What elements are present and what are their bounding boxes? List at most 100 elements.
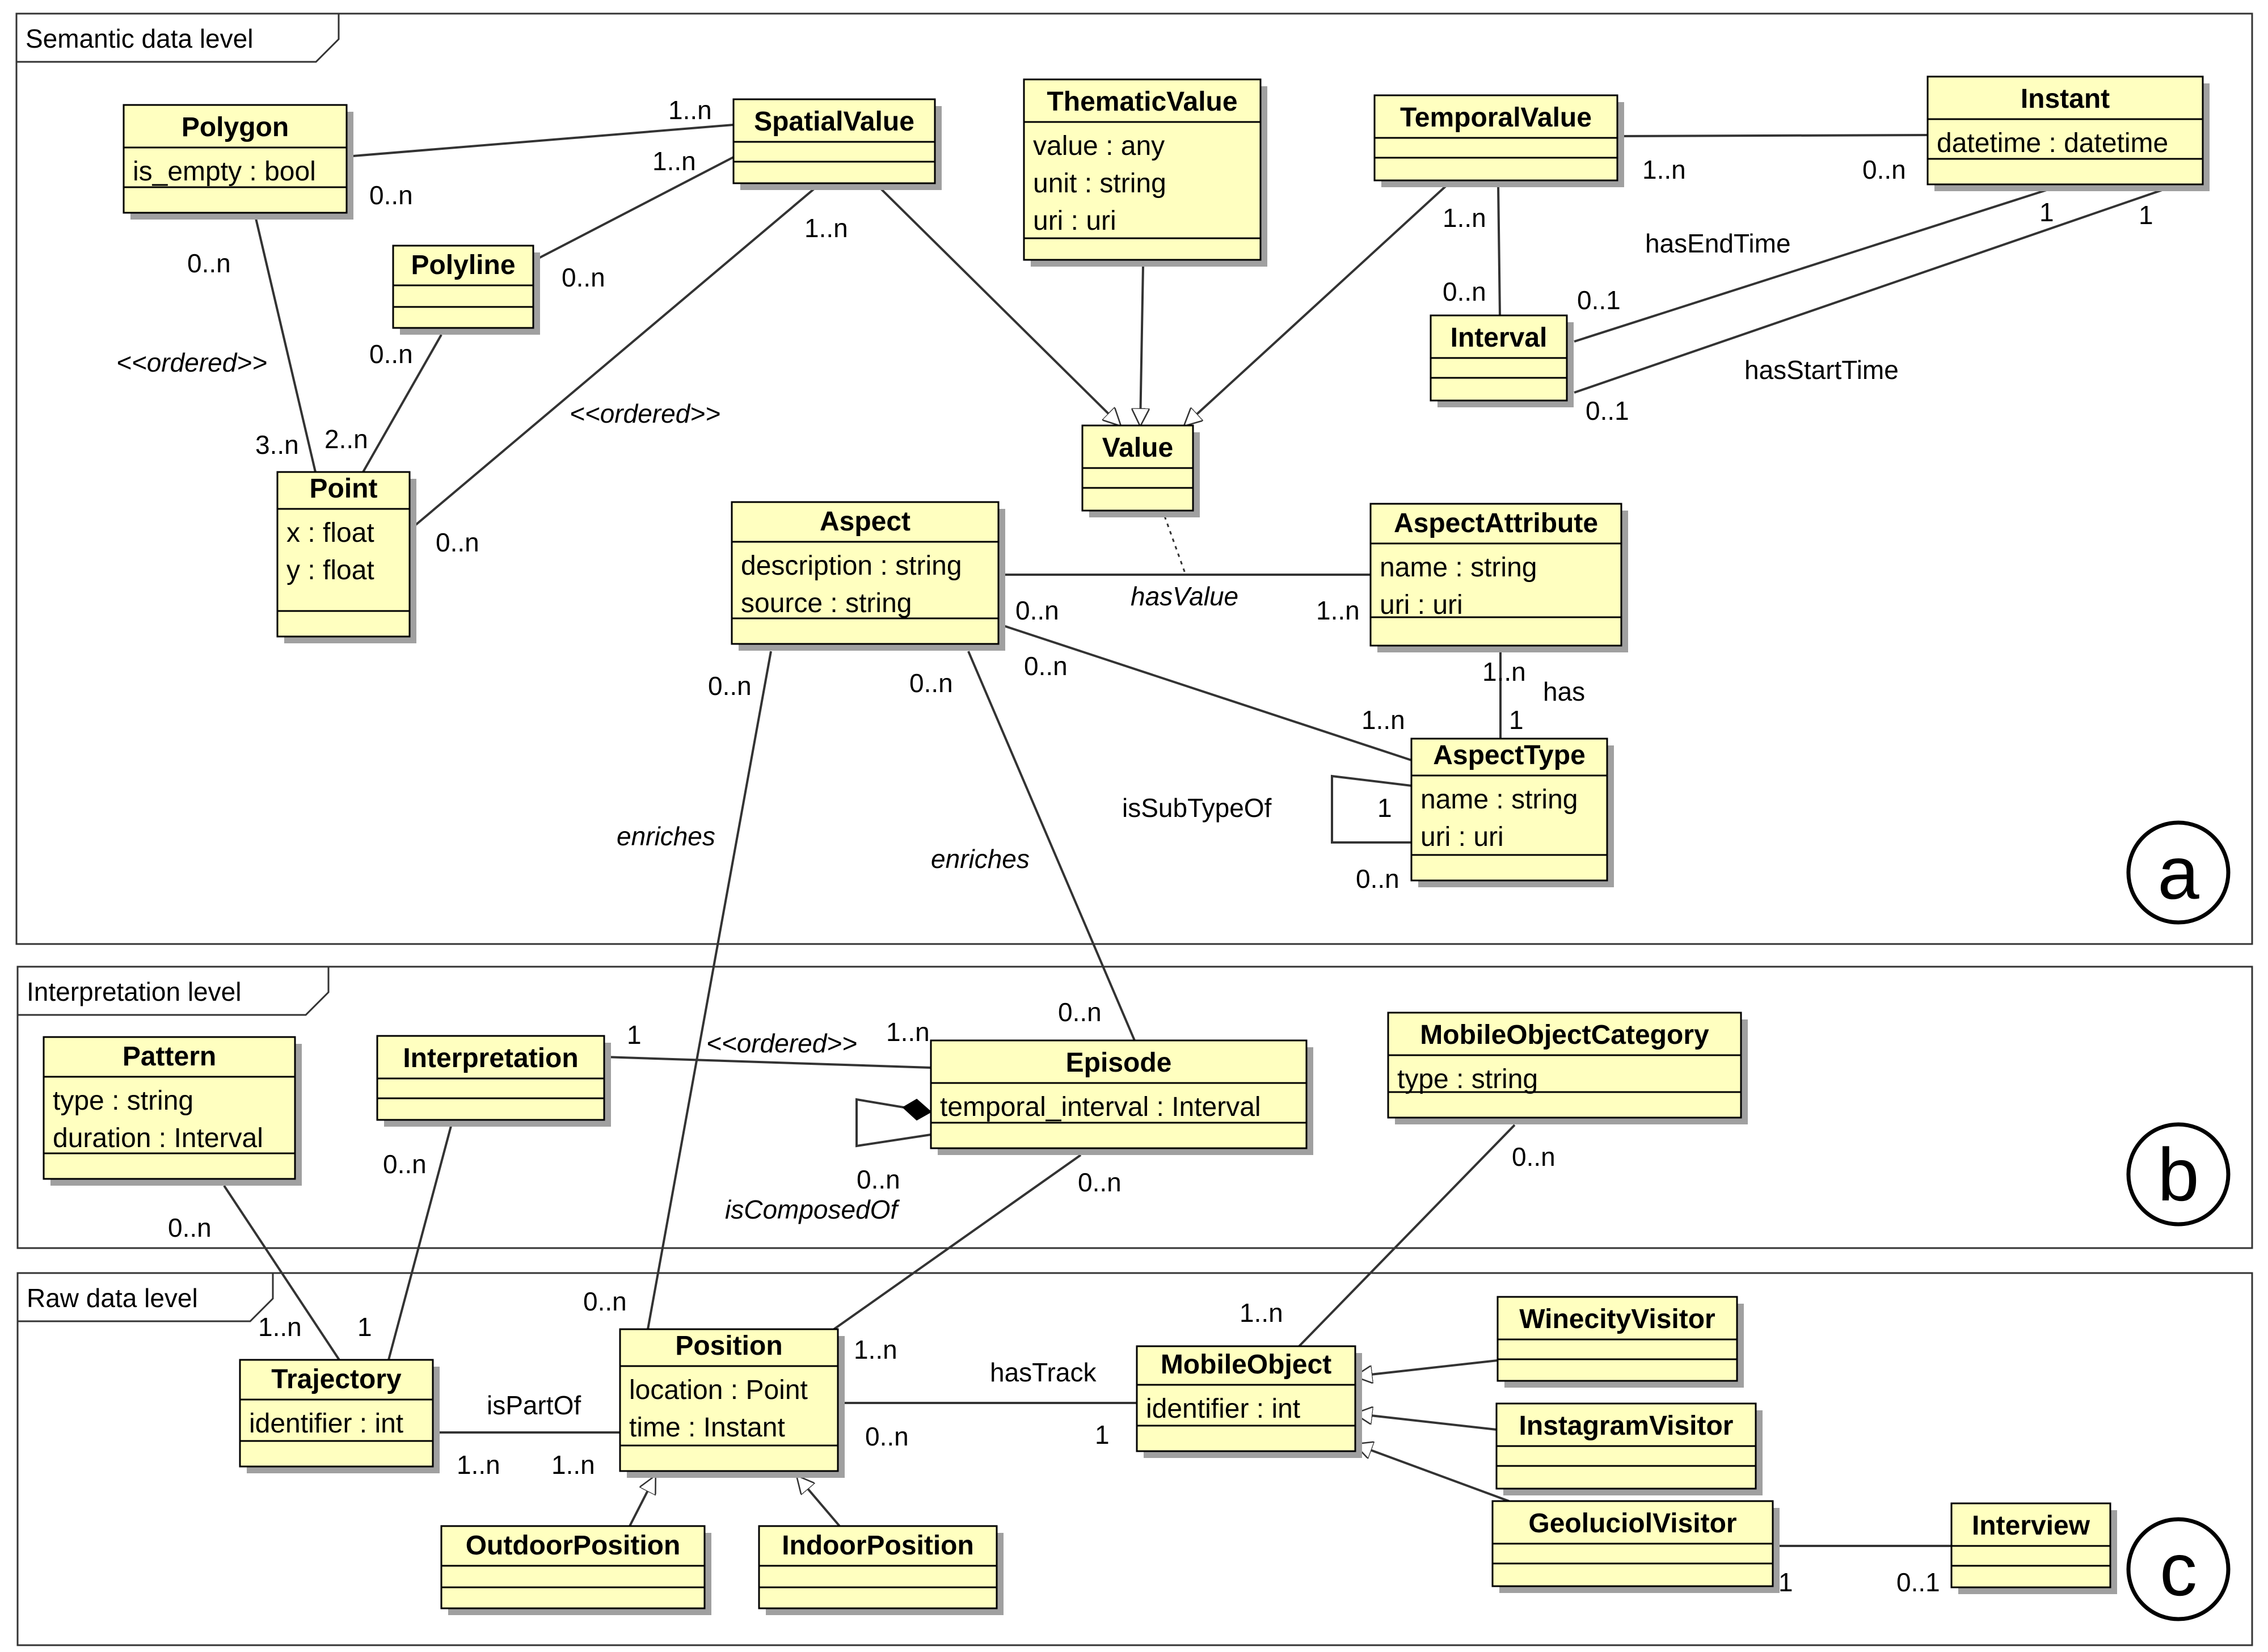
class-position[interactable]: Position location : Point time : Instant: [619, 1328, 845, 1478]
assoc-spatialvalue-point: [415, 188, 815, 526]
class-name: Interview: [1972, 1511, 2090, 1541]
assoc-name: enriches: [617, 821, 715, 851]
multiplicity: 1..n: [1642, 155, 1686, 184]
package-label: Raw data level: [27, 1283, 198, 1313]
multiplicity: 1..n: [457, 1450, 500, 1480]
multiplicity: 0..n: [1024, 651, 1068, 681]
class-attribute: location : Point: [629, 1375, 808, 1405]
class-polyline[interactable]: Polyline: [392, 245, 540, 335]
class-name: Episode: [1066, 1048, 1172, 1078]
class-name: Point: [310, 474, 378, 504]
multiplicity: 1: [357, 1312, 372, 1342]
class-interview[interactable]: Interview: [1950, 1502, 2117, 1594]
class-winecityvisitor[interactable]: WinecityVisitor: [1496, 1296, 1744, 1388]
class-box: [1387, 1012, 1742, 1119]
class-name: WinecityVisitor: [1519, 1304, 1715, 1334]
multiplicity: 0..n: [168, 1213, 212, 1242]
multiplicity: 1: [1095, 1420, 1110, 1449]
panel-marker-c: c: [2126, 1517, 2231, 1621]
class-box: [440, 1525, 706, 1609]
assoc-temporalvalue-instant: [1617, 134, 1928, 137]
class-spatialvalue[interactable]: SpatialValue: [732, 98, 942, 190]
assoc-name: hasStartTime: [1744, 355, 1899, 385]
multiplicity: 0..n: [1862, 155, 1906, 184]
assoc-interpretation-episode: [604, 1056, 931, 1069]
multiplicity: 1..n: [1361, 705, 1405, 735]
stereotype-label: <<ordered>>: [116, 348, 267, 377]
class-episode[interactable]: Episode temporal_interval : Interval: [930, 1039, 1313, 1155]
class-interpretation[interactable]: Interpretation: [376, 1035, 611, 1127]
class-name: Position: [675, 1331, 782, 1361]
multiplicity: 1: [627, 1020, 642, 1050]
class-name: Instant: [2021, 84, 2110, 114]
class-name: Interpretation: [403, 1043, 578, 1073]
class-indoorposition[interactable]: IndoorPosition: [758, 1525, 1004, 1615]
class-name: ThematicValue: [1047, 87, 1237, 117]
multiplicity: 0..n: [1443, 277, 1486, 306]
multiplicity: 0..n: [865, 1422, 909, 1451]
multiplicity: 0..n: [583, 1287, 627, 1316]
panel-marker-letter: a: [2157, 831, 2199, 914]
class-attribute: temporal_interval : Interval: [940, 1092, 1261, 1122]
multiplicity: 0..n: [383, 1149, 427, 1179]
assoc-name: hasTrack: [990, 1358, 1097, 1387]
multiplicity: 0..n: [1015, 596, 1059, 625]
class-name: Trajectory: [271, 1364, 402, 1394]
assoc-interpretation-trajectory: [387, 1126, 452, 1360]
classes-layer: Polygon is_empty : bool SpatialValue Themat…: [43, 75, 2210, 1615]
multiplicity: 1: [2039, 197, 2054, 227]
class-attribute: type : string: [53, 1086, 193, 1116]
assoc-name: isPartOf: [487, 1390, 581, 1420]
class-geoluciolevisitor[interactable]: GeoluciolVisitor: [1491, 1500, 1780, 1593]
class-outdoorposition[interactable]: OutdoorPosition: [440, 1525, 711, 1615]
class-value[interactable]: Value: [1081, 424, 1200, 517]
class-attribute: duration : Interval: [53, 1123, 263, 1153]
generalization-temporalvalue-value: [1184, 183, 1449, 425]
class-name: InstagramVisitor: [1519, 1411, 1734, 1441]
multiplicity: 0..n: [369, 339, 413, 369]
class-attribute: unit : string: [1033, 168, 1166, 199]
assoc-name: hasValue: [1131, 581, 1238, 611]
class-name: AspectType: [1433, 740, 1586, 770]
class-attribute: description : string: [741, 551, 962, 581]
assoc-name: isSubTypeOf: [1122, 793, 1272, 823]
class-interval[interactable]: Interval: [1430, 314, 1574, 407]
multiplicity: 0..n: [1356, 864, 1399, 894]
multiplicity: 0..n: [562, 263, 605, 292]
multiplicity: 1..n: [854, 1335, 897, 1364]
class-instagramvisitor[interactable]: InstagramVisitor: [1495, 1402, 1763, 1495]
multiplicity: 1: [2139, 200, 2153, 230]
class-box: [123, 104, 348, 214]
associations-layer: [223, 124, 2168, 1547]
class-name: Aspect: [820, 507, 910, 537]
multiplicity: 0..n: [1078, 1168, 1122, 1197]
composition-diamond: [902, 1098, 932, 1121]
class-polygon[interactable]: Polygon is_empty : bool: [123, 104, 353, 220]
class-temporalvalue[interactable]: TemporalValue: [1373, 94, 1624, 187]
multiplicity: 1: [1509, 705, 1524, 735]
class-name: Polygon: [182, 112, 289, 142]
stereotype-label: <<ordered>>: [570, 399, 720, 428]
class-box: [731, 501, 1000, 645]
multiplicity: 0..n: [708, 671, 752, 701]
assoc-hasStartTime: [1574, 187, 2168, 394]
generalization-instagram-mobileobject: [1355, 1414, 1497, 1431]
class-attribute: is_empty : bool: [133, 157, 316, 187]
assoc-isSubTypeOf: [1331, 774, 1412, 844]
multiplicity: 0..n: [369, 180, 413, 210]
class-attribute: type : string: [1397, 1064, 1538, 1094]
class-name: MobileObject: [1161, 1350, 1331, 1380]
assoc-enriches-episode: [967, 651, 1136, 1041]
class-attribute: time : Instant: [629, 1413, 785, 1443]
